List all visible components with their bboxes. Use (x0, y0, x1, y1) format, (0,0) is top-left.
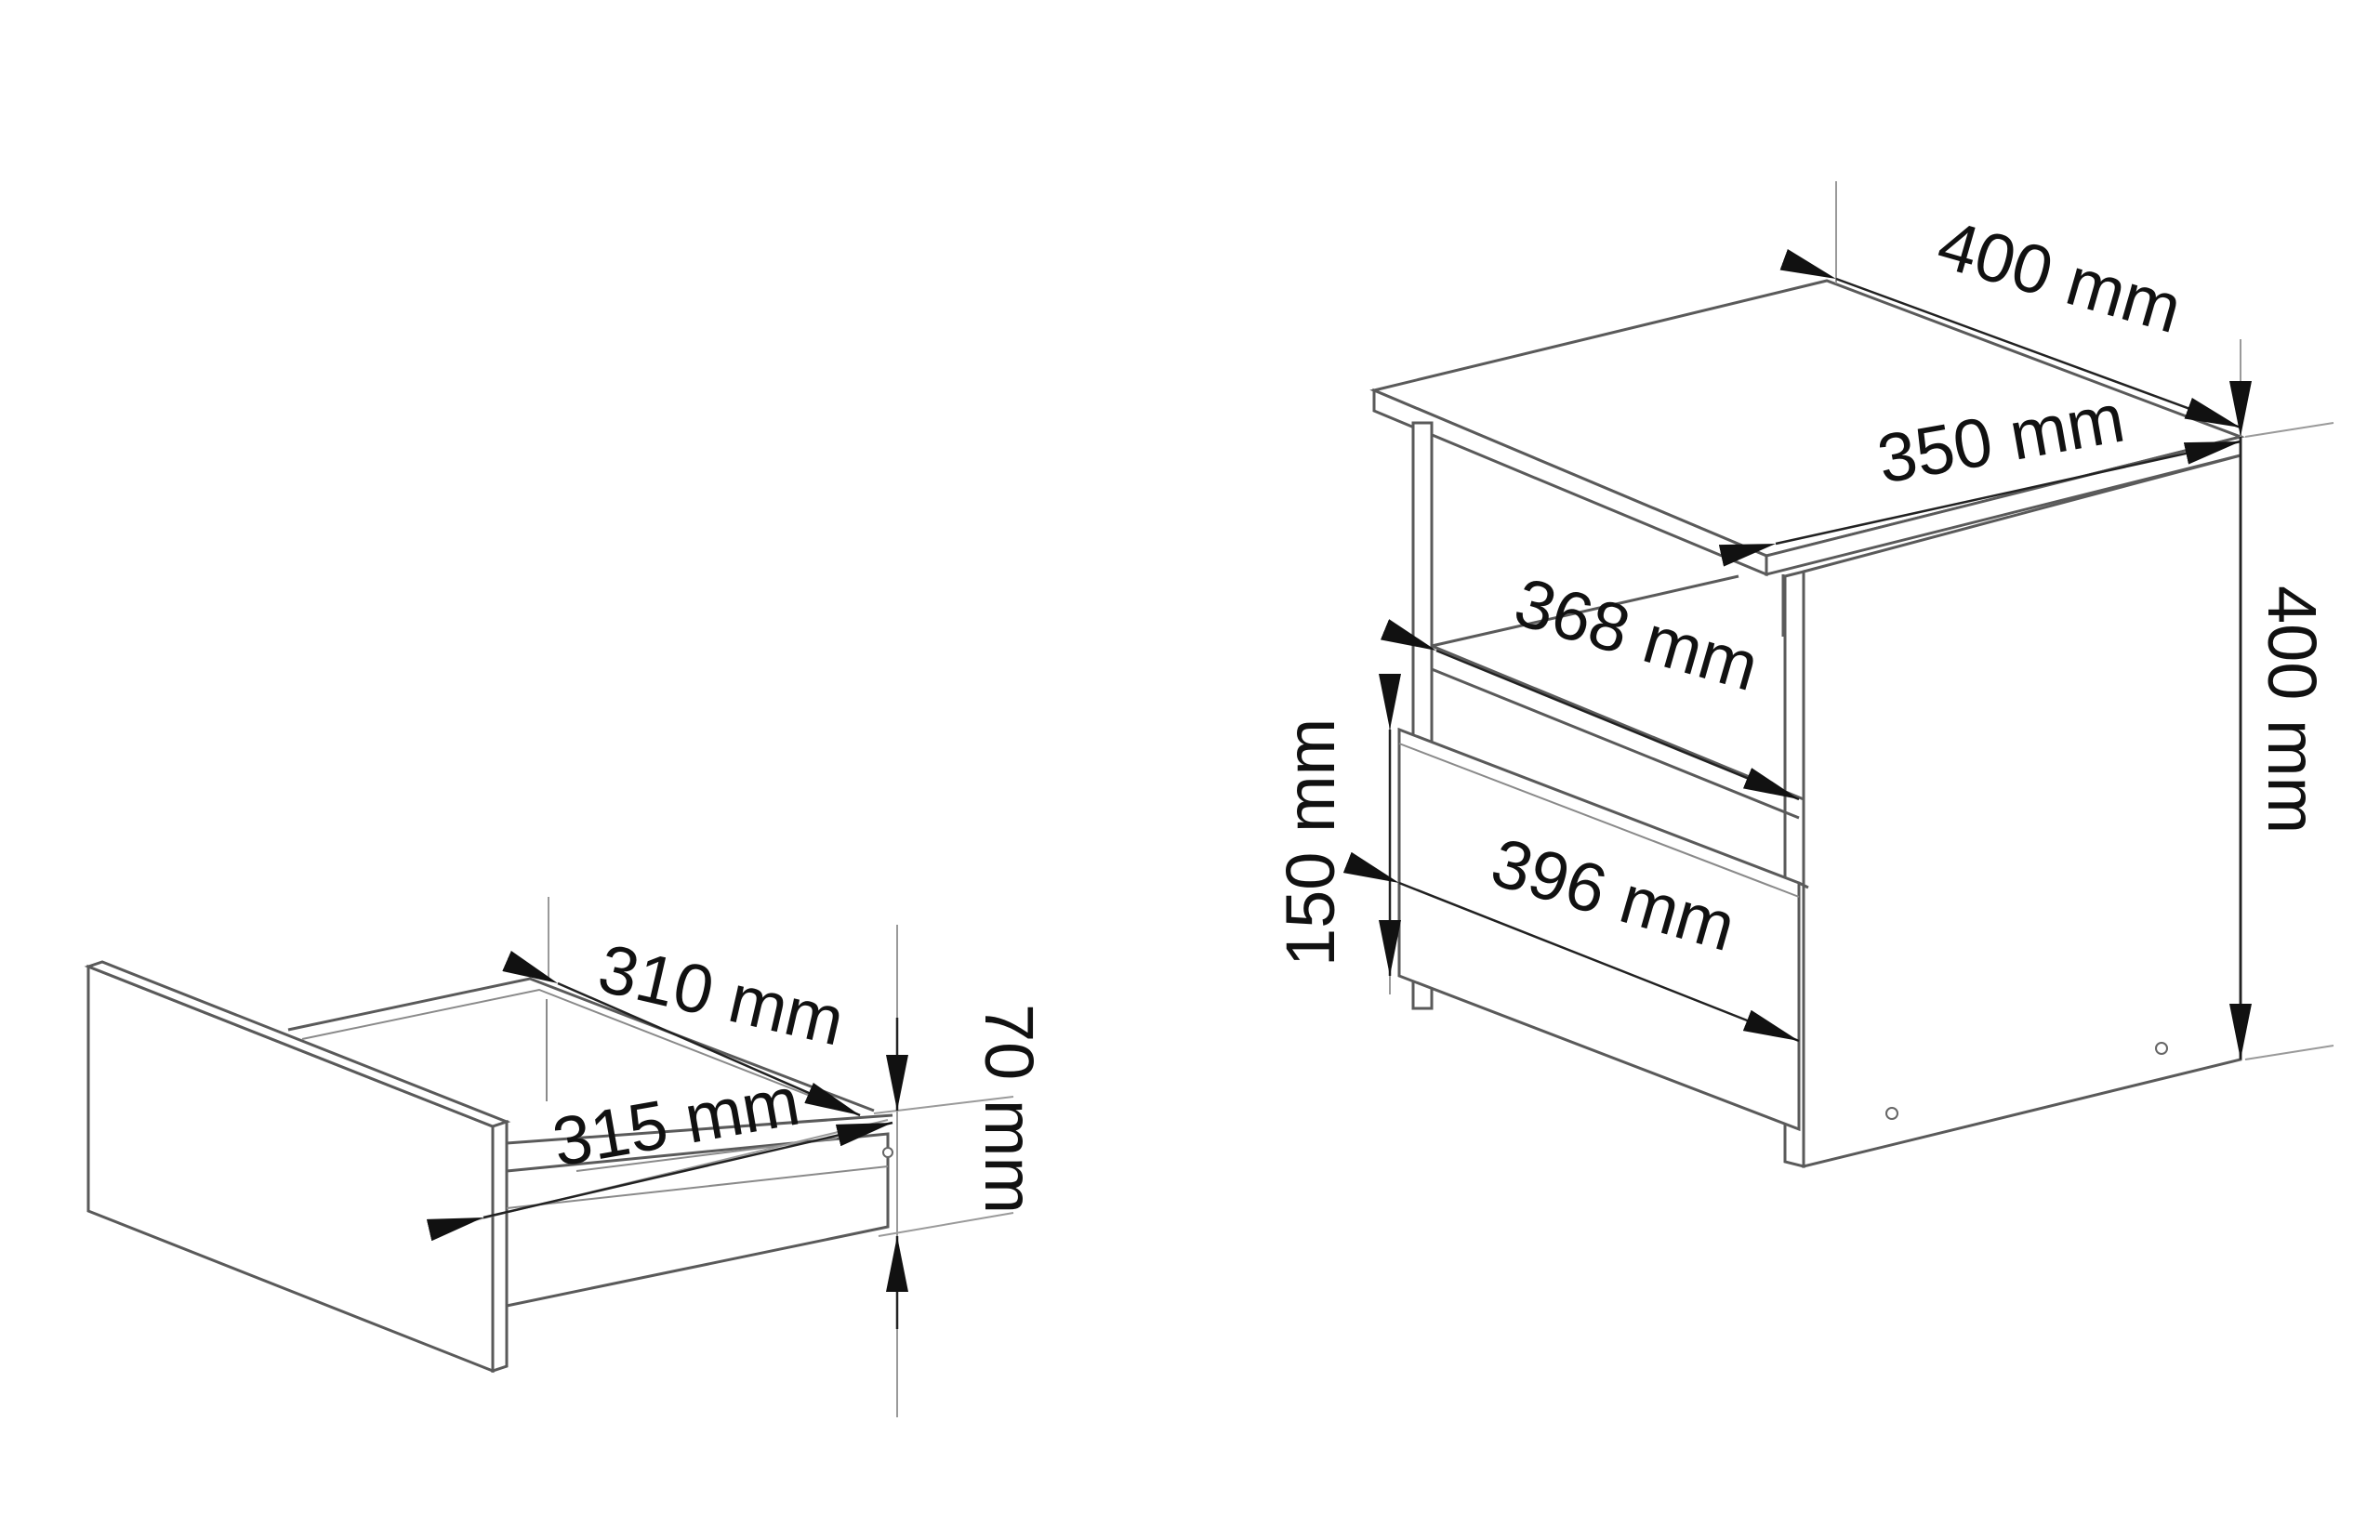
cabinet-drawing: 400 mm 350 mm 400 mm 368 mm 150 mm 396 (1272, 181, 2334, 1168)
label-150-mm: 150 mm (1272, 718, 1349, 967)
label-310-mm: 310 mm (591, 929, 851, 1060)
dim-cabinet-drawer-height: 150 mm (1272, 674, 1401, 994)
label-368-mm: 368 mm (1507, 563, 1767, 705)
label-400-mm-width: 400 mm (1930, 205, 2190, 348)
dim-cabinet-height: 400 mm (2229, 381, 2334, 1060)
drawer-front-panel (84, 960, 511, 1374)
label-70-mm: 70 mm (971, 1004, 1048, 1214)
drawer-drawing: 310 mm 315 mm 70 mm (84, 897, 1048, 1417)
label-400-mm-height: 400 mm (2254, 586, 2331, 834)
label-315-mm: 315 mm (547, 1062, 805, 1181)
dim-drawer-height: 70 mm (873, 925, 1048, 1417)
